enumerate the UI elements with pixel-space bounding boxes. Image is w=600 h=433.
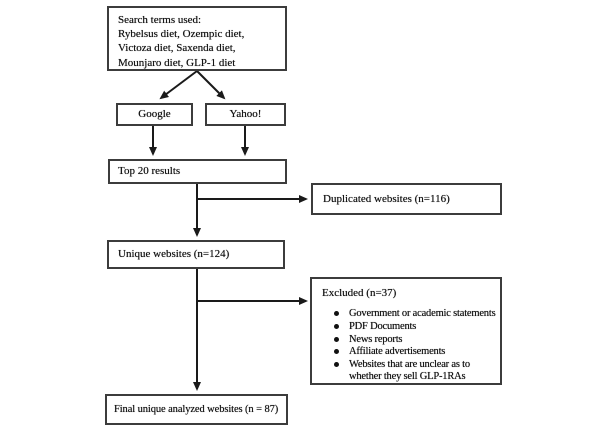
excluded-item-text: News reports	[349, 333, 403, 345]
search-terms-line: Victoza diet, Saxenda diet,	[118, 42, 236, 55]
bullet-icon	[334, 349, 339, 355]
duplicated-websites-label: Duplicated websites (n=116)	[323, 192, 450, 205]
search-terms-line: Mounjaro diet, GLP-1 diet	[118, 56, 236, 69]
excluded-item: PDF Documents	[322, 321, 496, 333]
bullet-icon	[334, 311, 339, 316]
excluded-item: Government or academic statements	[322, 308, 496, 320]
bullet-icon	[334, 323, 339, 329]
unique-websites-label: Unique websites (n=124)	[118, 248, 230, 260]
google-box: Google	[116, 103, 193, 126]
google-label: Google	[138, 108, 171, 120]
top-results-label: Top 20 results	[118, 165, 181, 177]
arrow-search-to-yahoo	[196, 70, 226, 100]
final-websites-box: Final unique analyzed websites (n = 87)	[105, 394, 288, 425]
excluded-list: Government or academic statements PDF Do…	[322, 308, 496, 382]
excluded-box: Excluded (n=37) Government or academic s…	[310, 277, 502, 385]
excluded-item-text: Government or academic statements	[349, 308, 496, 319]
top-results-box: Top 20 results	[108, 159, 287, 184]
search-terms-box: Search terms used: Rybelsus diet, Ozempi…	[107, 6, 287, 71]
search-terms-title: Search terms used:	[118, 14, 202, 26]
excluded-item: News reports	[322, 334, 496, 346]
bullet-icon	[334, 336, 339, 342]
excluded-item-text: Websites that are unclear as to whether …	[349, 359, 470, 382]
search-terms-line: Rybelsus diet, Ozempic diet,	[118, 28, 245, 41]
yahoo-box: Yahoo!	[205, 103, 286, 126]
final-websites-label: Final unique analyzed websites (n = 87)	[114, 404, 279, 415]
excluded-item: Websites that are unclear as to whether …	[322, 359, 496, 382]
bullet-icon	[334, 362, 339, 368]
excluded-item: Affiliate advertisements	[322, 346, 496, 358]
excluded-item-text: PDF Documents	[349, 320, 417, 332]
yahoo-label: Yahoo!	[229, 108, 262, 120]
excluded-title: Excluded (n=37)	[322, 287, 397, 299]
arrow-search-to-google	[159, 70, 198, 100]
unique-websites-box: Unique websites (n=124)	[107, 240, 285, 269]
excluded-item-text: Affiliate advertisements	[349, 346, 446, 358]
duplicated-websites-box: Duplicated websites (n=116)	[311, 183, 502, 215]
